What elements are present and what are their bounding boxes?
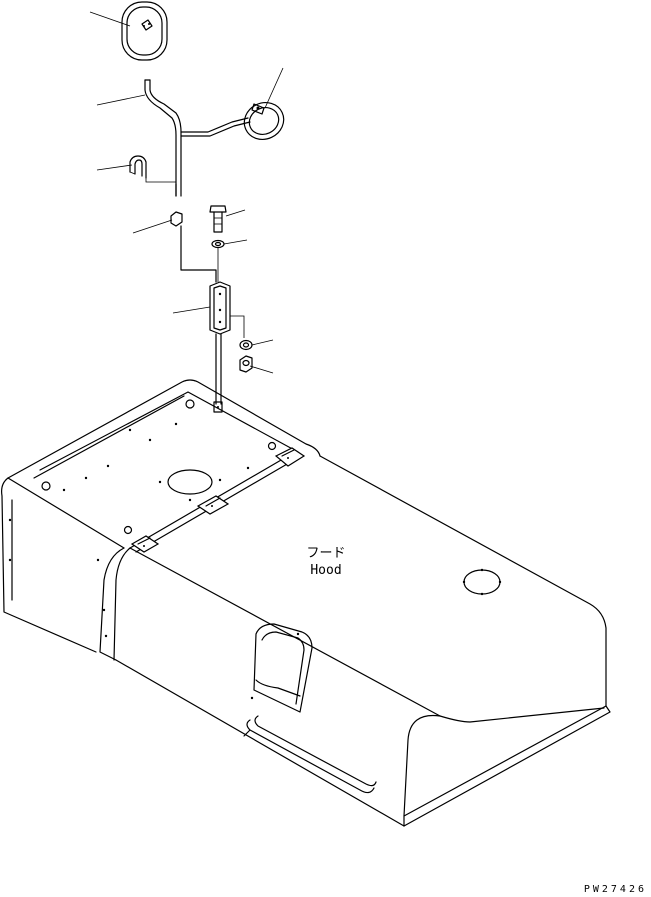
leader-lines	[89, 11, 284, 374]
mount-bracket	[209, 281, 245, 405]
leader-line-bolt	[225, 209, 246, 217]
mirror-stay	[144, 79, 251, 197]
leader-line-washer	[223, 239, 248, 245]
hood-body	[1, 379, 611, 827]
nut	[239, 355, 253, 373]
hinge-left	[130, 535, 160, 553]
leader-line-clip	[96, 164, 133, 171]
leader-line-spring-washer	[251, 339, 274, 346]
top-opening	[167, 469, 213, 495]
leader-line-mirror	[264, 67, 284, 109]
hinges	[130, 447, 306, 553]
hinge-middle	[196, 495, 230, 515]
leader-line-cap	[132, 219, 173, 234]
round-mirror	[243, 102, 285, 140]
hood-label-english: Hood	[310, 563, 341, 578]
leader-line-stay	[96, 94, 146, 106]
hood-label-japanese: フード	[306, 546, 345, 561]
mirror-plate	[121, 1, 168, 61]
hood-details	[8, 399, 502, 700]
leader-line-nut	[249, 365, 274, 374]
bolt	[209, 205, 227, 233]
hood-handle-scoop	[253, 623, 313, 713]
washer	[211, 239, 225, 282]
right-opening	[463, 569, 501, 595]
hood-part-label: フード Hood	[306, 546, 345, 578]
leader-line-bracket	[172, 306, 211, 314]
drawing-code: PW27426	[584, 884, 647, 895]
spring-washer	[239, 339, 253, 351]
stay-cap	[170, 211, 217, 283]
hinge-right	[274, 447, 306, 467]
u-clip	[129, 155, 147, 179]
leader-line-mirror-plate	[89, 11, 131, 27]
hood-bottom-rail	[243, 715, 377, 794]
